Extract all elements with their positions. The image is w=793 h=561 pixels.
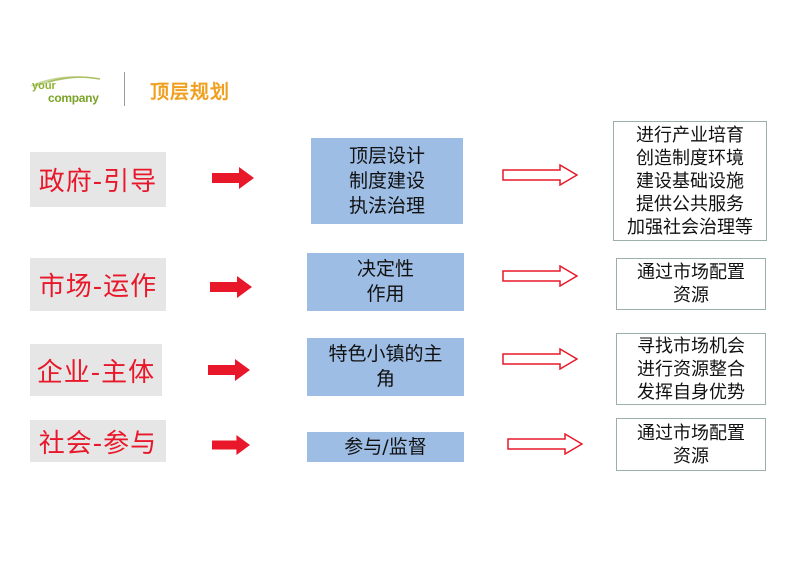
row-label-enterprise: 企业-主体 [30,344,162,396]
result-line: 建设基础设施 [636,170,744,192]
center-line: 制度建设 [348,169,425,192]
result-box-market: 通过市场配置 资源 [616,258,766,310]
center-line: 决定性 [356,258,414,280]
result-line: 资源 [673,285,709,306]
result-line: 通过市场配置 [637,262,745,283]
result-box-enterprise: 寻找市场机会 进行资源整合 发挥自身优势 [616,333,766,405]
arrow-right-solid-icon [212,435,250,455]
row-label-government: 政府-引导 [30,152,166,207]
arrow-right-solid-icon [212,167,254,189]
result-line: 通过市场配置 [637,422,745,444]
result-line: 加强社会治理等 [627,216,753,238]
arrow-right-solid-icon [210,276,252,298]
page-title: 顶层规划 [150,81,231,103]
center-line: 执法治理 [348,194,425,217]
center-line: 角 [375,368,395,390]
result-box-society: 通过市场配置 资源 [616,418,766,471]
arrow-right-outline-icon [507,433,583,455]
title-divider [124,72,125,106]
center-line: 作用 [366,283,405,305]
center-box-market: 决定性 作用 [307,253,464,311]
center-line: 顶层设计 [348,144,425,167]
result-line: 进行资源整合 [637,358,745,380]
arrow-right-outline-icon [502,164,578,186]
result-line: 进行产业培育 [636,124,744,146]
company-logo: your company [28,70,108,110]
arrow-right-solid-icon [208,359,250,381]
arrow-right-outline-icon [502,348,578,370]
logo-swoosh-icon [30,76,101,86]
logo-text-your: your [32,80,56,92]
center-box-society: 参与/监督 [307,432,464,462]
result-line: 创造制度环境 [636,147,744,169]
arrow-right-outline-icon [502,265,578,287]
result-box-government: 进行产业培育 创造制度环境 建设基础设施 提供公共服务 加强社会治理等 [613,121,767,241]
result-line: 提供公共服务 [636,193,744,215]
row-label-society: 社会-参与 [30,420,166,462]
result-line: 寻找市场机会 [637,335,745,357]
result-line: 发挥自身优势 [637,381,745,403]
center-box-government: 顶层设计 制度建设 执法治理 [311,138,463,224]
result-line: 资源 [673,445,709,467]
center-line: 特色小镇的主 [328,343,443,365]
logo-text-company: company [48,91,99,105]
center-line: 参与/监督 [344,435,427,458]
row-label-market: 市场-运作 [30,258,166,311]
center-box-enterprise: 特色小镇的主 角 [307,338,464,396]
